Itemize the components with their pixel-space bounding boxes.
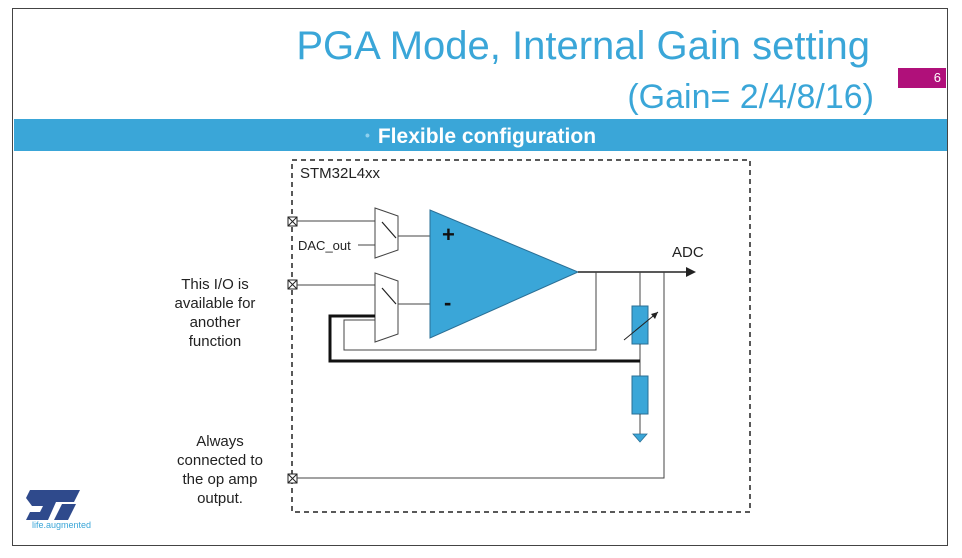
io-note-line: function — [188, 333, 242, 350]
io-note-line: another — [189, 314, 241, 331]
opamp-plus-sign: + — [442, 222, 455, 247]
wire-feedback-thin — [343, 272, 597, 351]
pin-vinm-icon — [287, 279, 298, 290]
output-note-line: connected to — [177, 452, 263, 469]
wire-output-pin — [297, 272, 665, 479]
banner-text: • Flexible configuration — [14, 119, 947, 151]
variable-resistor-arrowhead — [651, 312, 658, 319]
mux-plus-icon — [374, 207, 399, 259]
pin-vinp-icon — [287, 216, 298, 227]
slide-frame — [12, 8, 948, 546]
output-note-line: the op amp — [182, 471, 258, 488]
output-note-line: Always — [196, 433, 244, 450]
opamp-icon — [429, 209, 580, 339]
pin-output-icon — [287, 473, 298, 484]
slide-subtitle: (Gain= 2/4/8/16) — [627, 78, 874, 116]
banner-label: Flexible configuration — [377, 125, 597, 148]
wire-feedback-gain — [328, 314, 640, 363]
logo-tagline: life.augmented — [32, 520, 92, 530]
variable-resistor-icon — [631, 305, 649, 345]
chip-label: STM32L4xx — [300, 165, 381, 182]
page-number-badge: 6 — [898, 68, 946, 88]
chip-boundary — [291, 159, 751, 513]
mux-minus-switch — [381, 287, 397, 305]
section-banner: • Flexible configuration — [14, 119, 947, 151]
mux-plus-switch — [381, 221, 397, 239]
resistor-icon — [631, 375, 649, 415]
dac-out-label: DAC_out — [298, 238, 351, 253]
ground-icon — [632, 433, 648, 443]
st-logo-shape-2 — [54, 504, 76, 520]
adc-label: ADC — [672, 244, 704, 261]
variable-resistor-arrow — [623, 311, 659, 341]
output-note-line: output. — [197, 490, 243, 507]
adc-arrow-icon — [686, 267, 696, 277]
io-note-line: This I/O is — [181, 276, 249, 293]
io-note: This I/O is available for another functi… — [155, 275, 275, 351]
st-logo-shape-1 — [26, 490, 80, 520]
banner-bullet: • — [364, 127, 370, 143]
slide-title: PGA Mode, Internal Gain setting — [296, 24, 870, 68]
st-logo-icon — [26, 490, 80, 520]
opamp-minus-sign: - — [444, 290, 452, 315]
io-note-line: available for — [174, 295, 256, 312]
output-note: Always connected to the op amp output. — [160, 432, 280, 508]
mux-minus-icon — [374, 272, 399, 343]
